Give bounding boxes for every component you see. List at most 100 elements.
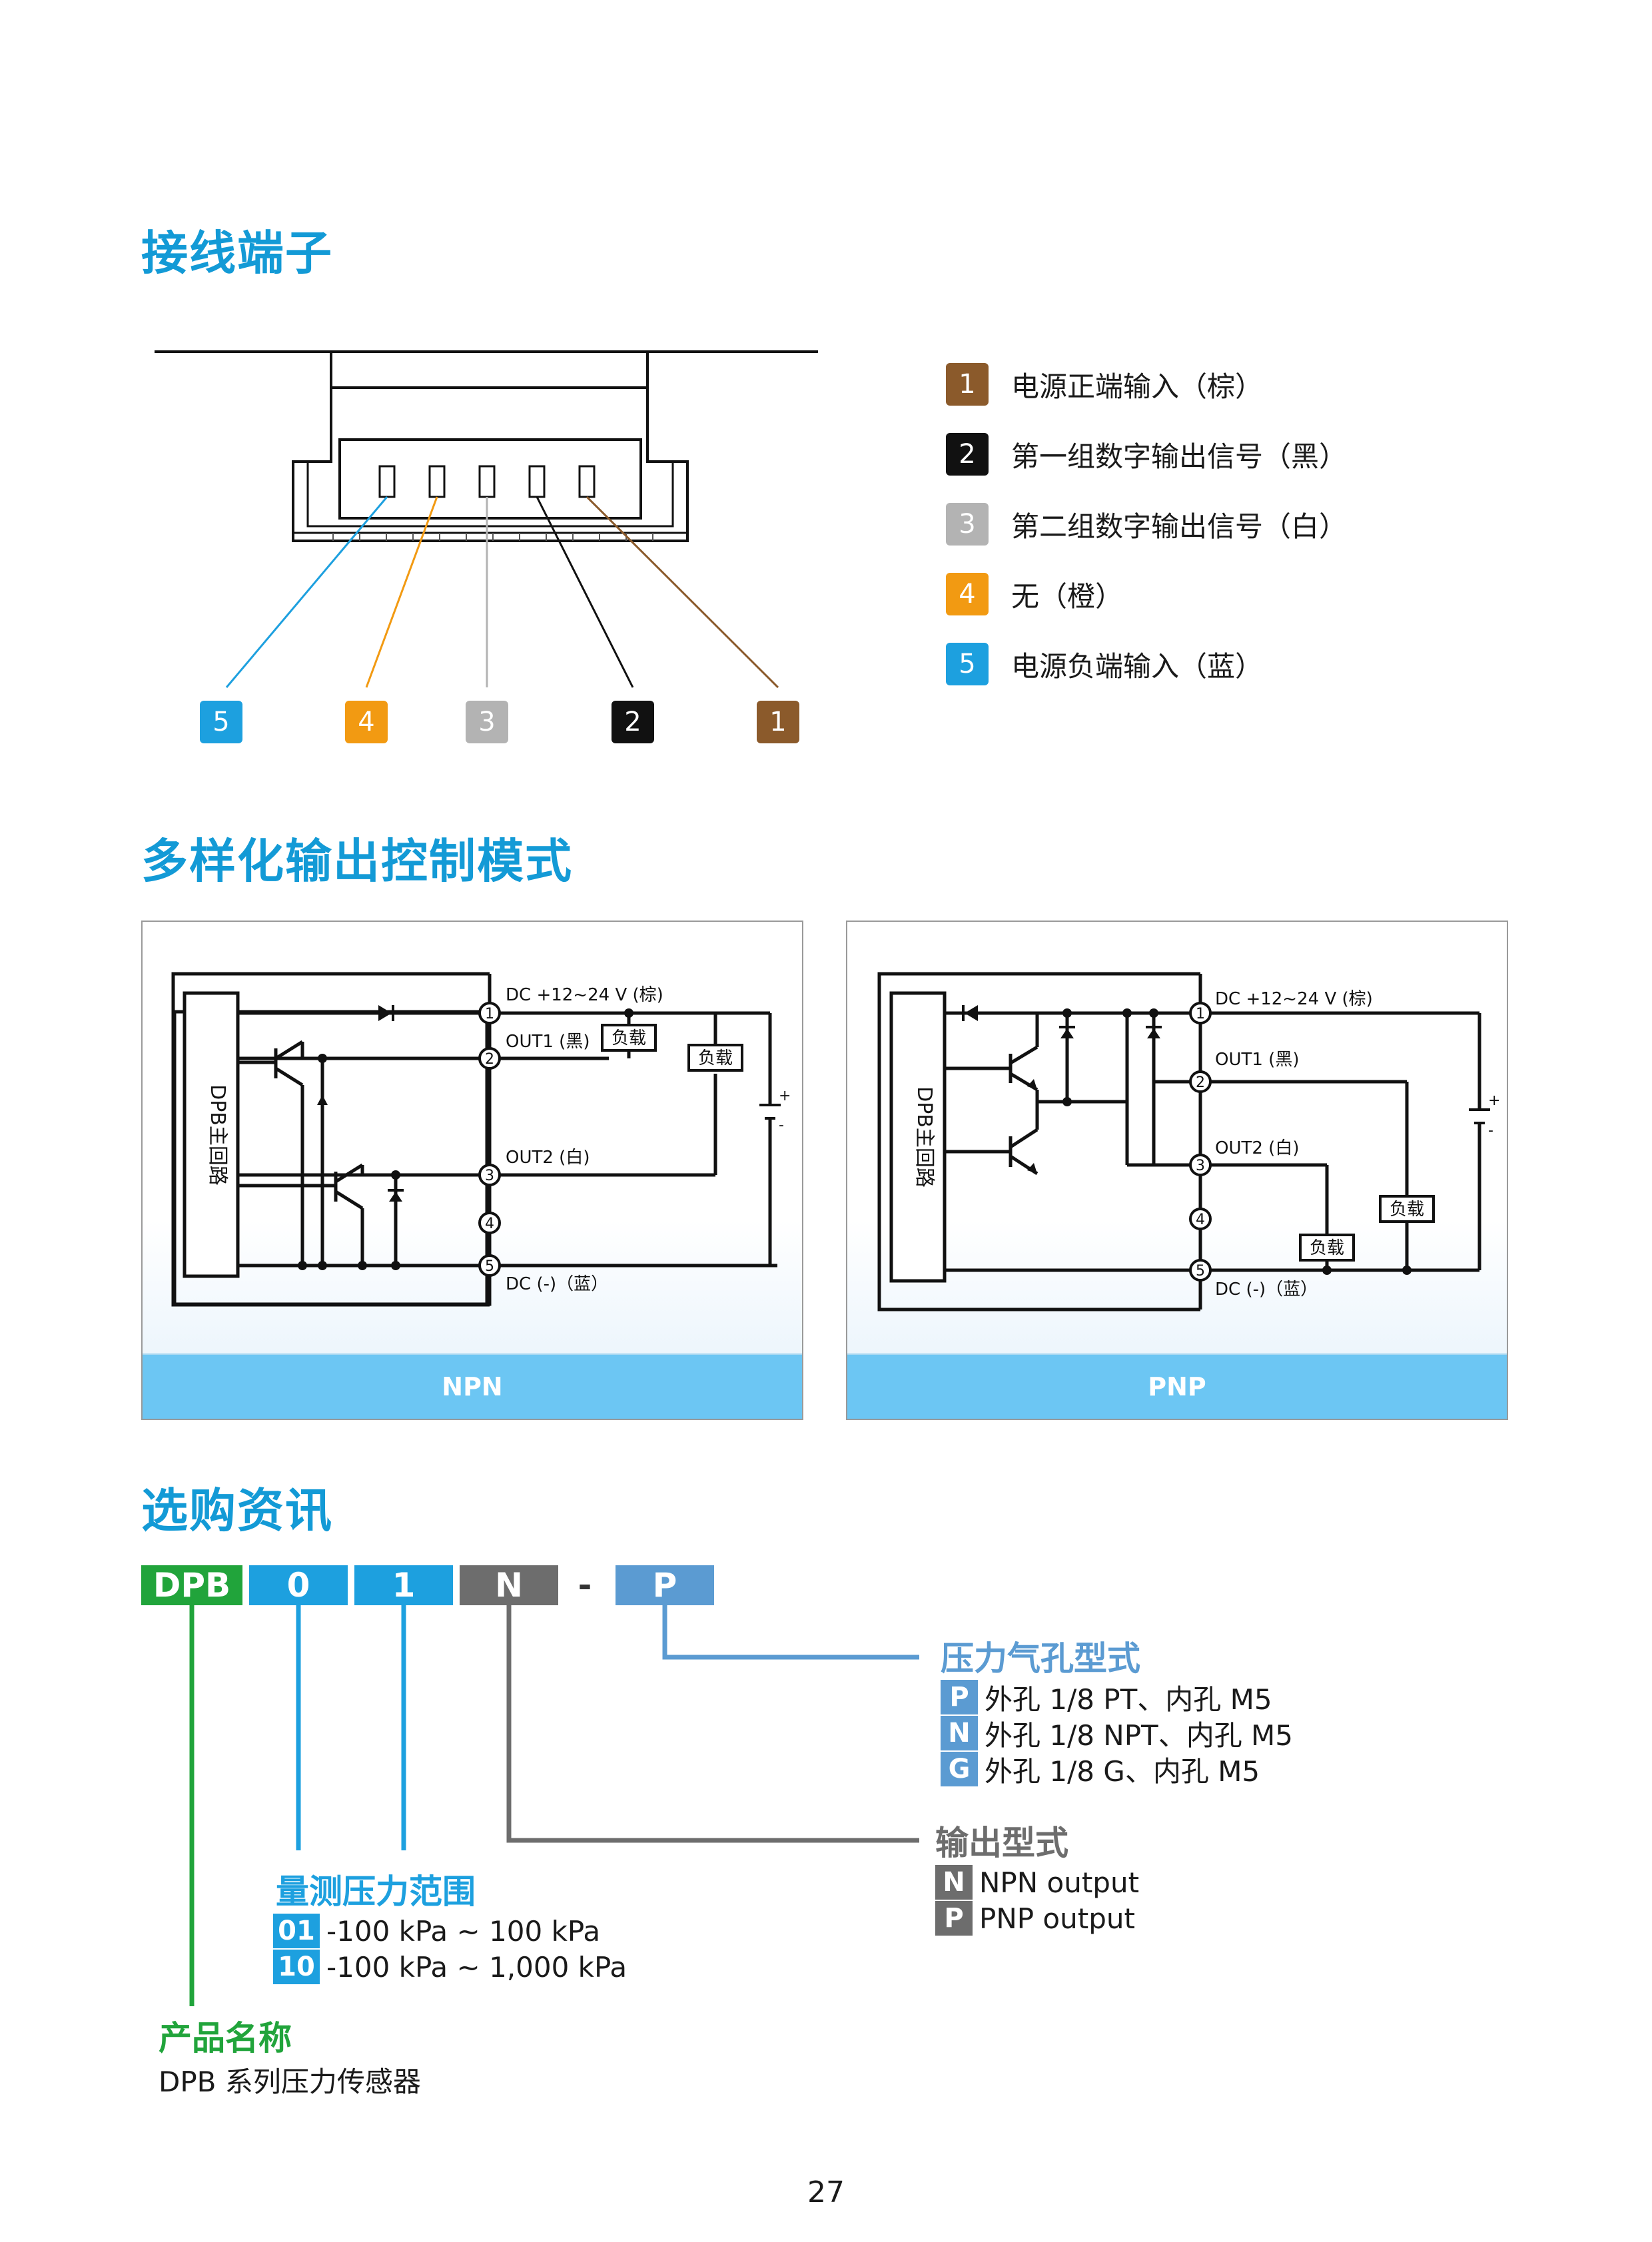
pnp-load-2-label: 负载 [1310,1238,1344,1258]
output-option-key: P [935,1901,973,1936]
pnp-out1-label: OUT1 (黑) [1215,1050,1299,1070]
connector-socket [338,438,642,520]
product-name: DPB 系列压力传感器 [159,2065,421,2098]
output-option-text: PNP output [979,1902,1135,1935]
output-option-pnp: P PNP output [935,1901,1135,1936]
npn-dc-plus-label: DC +12~24 V (棕) [506,985,663,1005]
npn-pin-1: 1 [485,1006,494,1022]
port-option-text: 外孔 1/8 G、内孔 M5 [985,1754,1260,1788]
wire-badge-3: 3 [466,701,508,743]
pnp-load-2 [1299,1234,1355,1262]
pnp-plus: + [1488,1092,1500,1109]
port-option-text: 外孔 1/8 PT、内孔 M5 [985,1682,1272,1716]
connector-diagram [155,350,818,689]
connector-body [292,388,689,542]
code-output: N [460,1565,558,1605]
pnp-load-1 [1379,1195,1435,1223]
port-option-key: G [941,1752,978,1786]
pnp-pin-3: 3 [1196,1158,1205,1174]
npn-plus: + [779,1088,791,1104]
legend-item-5: 5 电源负端输入（蓝） [946,643,1263,685]
npn-block-label: DPB主回路 [206,1084,229,1186]
npn-load-2 [687,1044,743,1072]
page-number: 27 [807,2175,845,2209]
range-option-text: -100 kPa ~ 100 kPa [326,1914,601,1948]
wire-black [536,496,634,688]
npn-load-1 [601,1024,657,1052]
output-option-text: NPN output [979,1866,1140,1899]
code-port: P [616,1565,714,1605]
wire-badge-4: 4 [345,701,388,743]
range-option-key: 10 [273,1950,320,1984]
npn-footer: NPN [143,1353,802,1419]
port-option-n: N 外孔 1/8 NPT、内孔 M5 [941,1716,1293,1752]
npn-dpb-block [183,991,240,1278]
output-option-key: N [935,1865,973,1900]
npn-circuit-detail: 1 2 3 4 5 负载 负载 DC +12~24 V (棕) OUT1 (黑)… [171,972,791,1307]
section-title-terminals: 接线端子 [141,226,333,280]
npn-load-2-label: 负载 [698,1048,733,1068]
wire-badge-2: 2 [612,701,654,743]
pnp-load-1-label: 负载 [1390,1200,1424,1220]
pnp-pin-5: 5 [1196,1263,1205,1280]
pnp-pin-4: 4 [1196,1212,1205,1228]
npn-pin-2: 2 [485,1051,494,1068]
pnp-minus: - [1488,1122,1493,1139]
legend-label: 第一组数字输出信号（黑） [1011,440,1348,473]
pnp-block-label: DPB主回路 [913,1086,936,1188]
port-option-g: G 外孔 1/8 G、内孔 M5 [941,1752,1260,1788]
legend-item-1: 1 电源正端输入（棕） [946,363,1263,406]
range-option-10: 10 -100 kPa ~ 1,000 kPa [273,1950,627,1984]
legend-badge: 5 [946,643,989,685]
wire-badge-1: 1 [757,701,799,743]
npn-pin-3: 3 [485,1168,494,1184]
range-option-text: -100 kPa ~ 1,000 kPa [326,1950,627,1984]
port-option-p: P 外孔 1/8 PT、内孔 M5 [941,1680,1272,1716]
pnp-footer: PNP [847,1353,1507,1419]
npn-load-1-label: 负载 [612,1028,646,1048]
legend-label: 电源正端输入（棕） [1011,370,1264,403]
output-type-title: 输出型式 [935,1824,1068,1862]
port-option-key: P [941,1680,978,1714]
npn-out2-label: OUT2 (白) [506,1148,590,1168]
npn-panel: 1 2 3 4 5 负载 负载 DC +12~24 V (棕) OUT1 (黑)… [141,921,803,1420]
npn-diode [378,1005,392,1021]
output-line [506,1605,919,1843]
code-product: DPB [141,1565,242,1605]
wire-badge-5: 5 [200,701,242,743]
port-type-title: 压力气孔型式 [941,1639,1140,1678]
wire-brown [586,496,779,689]
range-option-01: 01 -100 kPa ~ 100 kPa [273,1914,600,1948]
npn-pin-5: 5 [485,1258,494,1275]
npn-pin-4: 4 [485,1216,494,1232]
wire-orange [365,496,438,688]
range-option-key: 01 [273,1914,320,1948]
legend-badge: 1 [946,363,989,406]
pnp-dpb-block [889,991,947,1283]
legend-label: 第二组数字输出信号（白） [1011,510,1348,543]
npn-dc-minus-label: DC (-)（蓝） [506,1274,608,1294]
pnp-panel: 1 2 3 4 5 负载 负载 DC +12~24 V (棕) OUT1 (黑)… [846,921,1508,1420]
port-option-key: N [941,1716,978,1750]
pnp-dc-minus-label: DC (-)（蓝） [1215,1280,1318,1300]
pnp-pin-2: 2 [1196,1074,1205,1091]
npn-out1-label: OUT1 (黑) [506,1032,590,1052]
legend-label: 电源负端输入（蓝） [1011,649,1264,683]
port-line [662,1605,919,1660]
product-title: 产品名称 [159,2019,292,2057]
npn-minus: - [779,1117,784,1134]
legend-badge: 4 [946,573,989,615]
legend-item-4: 4 无（橙） [946,573,1123,615]
legend-item-2: 2 第一组数字输出信号（黑） [946,433,1347,476]
code-dash: - [578,1566,592,1605]
output-option-npn: N NPN output [935,1865,1139,1900]
section-title-ordering: 选购资讯 [141,1483,333,1538]
wire-blue [225,496,388,688]
legend-badge: 3 [946,503,989,546]
legend-label: 无（橙） [1011,579,1124,613]
pnp-pin-1: 1 [1196,1006,1205,1022]
connector-top [330,352,649,389]
pnp-out2-label: OUT2 (白) [1215,1138,1299,1158]
pnp-dc-plus-label: DC +12~24 V (棕) [1215,989,1373,1009]
